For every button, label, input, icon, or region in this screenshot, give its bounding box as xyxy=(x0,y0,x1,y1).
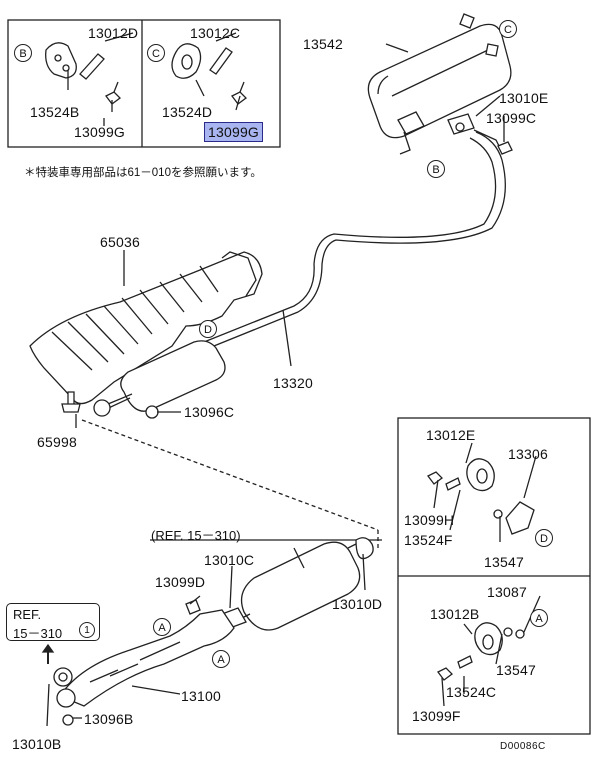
part-13096C[interactable]: 13096C xyxy=(184,404,235,420)
ref-box[interactable]: REF. 15－310 1 xyxy=(6,603,100,641)
special-vehicle-note: ＊特装車専用部品は61－010を参照願います。 xyxy=(24,167,262,179)
part-13010E[interactable]: 13010E xyxy=(499,90,549,106)
callout-d-pipe[interactable]: D xyxy=(199,320,217,338)
ref-box-number: 15－310 xyxy=(13,626,63,641)
part-13099H[interactable]: 13099H xyxy=(404,512,455,528)
diagram-code: D00086C xyxy=(500,741,546,752)
callout-c-inset[interactable]: C xyxy=(147,44,165,62)
ref-box-circled-number: 1 xyxy=(79,622,95,638)
part-13100[interactable]: 13100 xyxy=(181,688,221,704)
part-65036[interactable]: 65036 xyxy=(100,234,140,250)
part-13087[interactable]: 13087 xyxy=(487,584,527,600)
callout-a-front-pipe-2[interactable]: A xyxy=(212,650,230,668)
part-13010C[interactable]: 13010C xyxy=(204,552,255,568)
ref-box-label: REF. xyxy=(13,607,42,622)
part-13542[interactable]: 13542 xyxy=(303,36,343,52)
part-13099C[interactable]: 13099C xyxy=(486,110,537,126)
callout-a-front-pipe-1[interactable]: A xyxy=(153,618,171,636)
callout-d-inset[interactable]: D xyxy=(535,529,553,547)
part-13099G-highlighted[interactable]: 13099G xyxy=(204,122,264,142)
part-13306[interactable]: 13306 xyxy=(508,446,548,462)
callout-b-inset[interactable]: B xyxy=(14,44,32,62)
part-13524D[interactable]: 13524D xyxy=(162,104,213,120)
callout-c-muffler[interactable]: C xyxy=(499,20,517,38)
part-13010D[interactable]: 13010D xyxy=(332,596,383,612)
part-13012B[interactable]: 13012B xyxy=(430,606,480,622)
part-13012D[interactable]: 13012D xyxy=(88,25,139,41)
part-13099F[interactable]: 13099F xyxy=(412,708,461,724)
part-13010B[interactable]: 13010B xyxy=(12,736,62,752)
part-13012C[interactable]: 13012C xyxy=(190,25,241,41)
part-65998[interactable]: 65998 xyxy=(37,434,77,450)
part-13524F[interactable]: 13524F xyxy=(404,532,453,548)
part-13099G-a[interactable]: 13099G xyxy=(74,124,126,140)
ref-15-310[interactable]: (REF. 15－310) xyxy=(151,528,241,543)
part-13096B[interactable]: 13096B xyxy=(84,711,134,727)
part-13524B[interactable]: 13524B xyxy=(30,104,80,120)
part-13547-a[interactable]: 13547 xyxy=(484,554,524,570)
part-13012E[interactable]: 13012E xyxy=(426,427,476,443)
part-13524C[interactable]: 13524C xyxy=(446,684,497,700)
part-13547-b[interactable]: 13547 xyxy=(496,662,536,678)
callout-a-inset[interactable]: A xyxy=(530,609,548,627)
inset-box-top xyxy=(7,19,281,148)
callout-b-muffler[interactable]: B xyxy=(427,160,445,178)
part-13320[interactable]: 13320 xyxy=(273,375,313,391)
part-13099D[interactable]: 13099D xyxy=(155,574,206,590)
